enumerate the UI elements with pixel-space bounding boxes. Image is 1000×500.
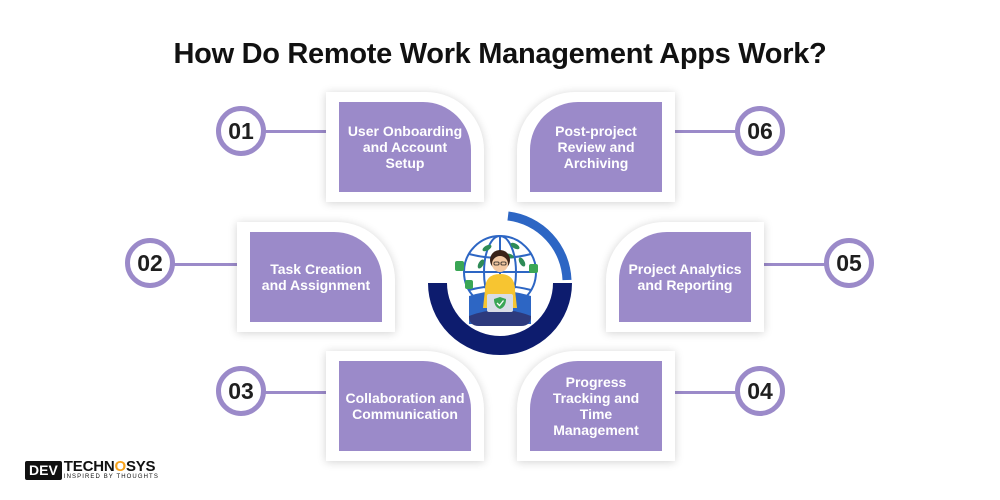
outer-arc-icon: [428, 282, 572, 355]
step-number-04: 04: [735, 366, 785, 416]
legs-icon: [469, 310, 531, 326]
brand-logo: DEV TECHNOSYS INSPIRED BY THOUGHTS: [25, 459, 159, 481]
step-label-02: Task Creation and Assignment: [250, 232, 382, 322]
app-tile-icons: [455, 261, 538, 289]
connector-line-03: [260, 391, 326, 394]
logo-dev-badge: DEV: [25, 460, 62, 480]
step-label-05: Project Analytics and Reporting: [619, 232, 751, 322]
connector-line-06: [673, 130, 739, 133]
connector-line-05: [758, 263, 830, 266]
step-label-04: Progress Tracking and Time Management: [530, 361, 662, 451]
step-number-06: 06: [735, 106, 785, 156]
connector-line-02: [170, 263, 242, 266]
step-card-06: Post-project Review and Archiving: [517, 92, 675, 202]
step-label-01: User Onboarding and Account Setup: [339, 102, 471, 192]
step-number-05: 05: [824, 238, 874, 288]
connector-line-01: [260, 130, 326, 133]
step-card-02: Task Creation and Assignment: [237, 222, 395, 332]
step-label-03: Collaboration and Communication: [339, 361, 471, 451]
blue-arc-icon: [507, 211, 572, 281]
step-number-01: 01: [216, 106, 266, 156]
step-card-01: User Onboarding and Account Setup: [326, 92, 484, 202]
logo-tagline: INSPIRED BY THOUGHTS: [63, 474, 159, 480]
step-number-02: 02: [125, 238, 175, 288]
step-card-03: Collaboration and Communication: [326, 351, 484, 461]
step-label-06: Post-project Review and Archiving: [530, 102, 662, 192]
connector-line-04: [673, 391, 739, 394]
shield-check-icon: [494, 297, 506, 309]
page-title: How Do Remote Work Management Apps Work?: [173, 38, 827, 70]
step-number-03: 03: [216, 366, 266, 416]
step-card-04: Progress Tracking and Time Management: [517, 351, 675, 461]
logo-wordmark: TECHNOSYS: [63, 458, 156, 475]
remote-worker-illustration: [428, 211, 572, 355]
step-card-05: Project Analytics and Reporting: [606, 222, 764, 332]
